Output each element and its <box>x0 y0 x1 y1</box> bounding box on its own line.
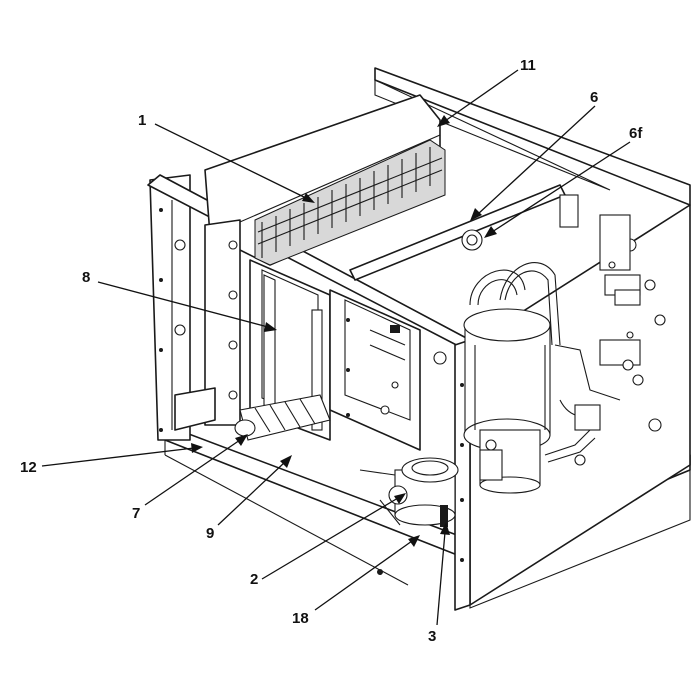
arrow-6 <box>470 208 482 221</box>
leader-11 <box>444 69 519 122</box>
callout-label-18: 18 <box>292 610 309 627</box>
arrow-11 <box>437 115 450 127</box>
leader-18 <box>314 540 413 611</box>
callout-label-11: 11 <box>520 57 536 74</box>
arrow-2 <box>394 493 406 504</box>
leader-1 <box>154 123 309 200</box>
leader-3 <box>436 531 446 626</box>
arrow-9 <box>280 455 292 468</box>
arrow-6f <box>484 226 497 238</box>
callout-label-8: 8 <box>82 269 90 286</box>
leader-12 <box>41 447 195 467</box>
leader-9 <box>217 461 286 526</box>
callout-label-1: 1 <box>138 112 146 129</box>
leader-6f <box>491 141 631 233</box>
leader-6 <box>477 105 596 215</box>
machine-illustration <box>147 67 691 611</box>
leader-2 <box>261 497 399 580</box>
arrow-18 <box>408 535 420 547</box>
arrow-7 <box>235 434 248 446</box>
callout-label-6f: 6f <box>629 125 643 142</box>
arrow-1 <box>302 193 315 203</box>
callout-label-3: 3 <box>428 628 436 645</box>
callout-leaders <box>41 69 631 626</box>
leader-8 <box>97 281 269 328</box>
callout-label-2: 2 <box>250 571 258 588</box>
arrow-3 <box>440 522 450 535</box>
callout-label-9: 9 <box>206 525 214 542</box>
callout-labels: 1 11 6 6f 8 12 7 9 2 18 3 <box>20 57 643 645</box>
callout-label-12: 12 <box>20 459 37 476</box>
arrow-8 <box>264 322 277 332</box>
leader-7 <box>144 439 241 506</box>
callout-label-7: 7 <box>132 505 140 522</box>
arrow-12 <box>191 443 203 453</box>
callout-label-6: 6 <box>590 89 598 106</box>
